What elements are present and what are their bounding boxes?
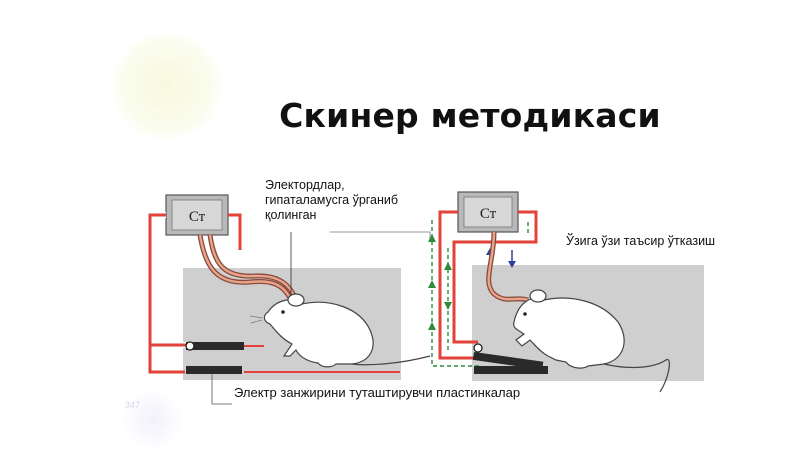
plates-label: Электр занжирини туташтирувчи пластинкал… — [234, 385, 521, 400]
page-number: 347 — [125, 400, 141, 410]
right-lower-plate — [474, 366, 548, 374]
electrodes-label-line: қолинган — [265, 208, 317, 222]
right-stimulator-label: Ст — [480, 206, 497, 222]
circuit-dash — [431, 220, 480, 367]
electrodes-label: Электордлар, гипаталамусга ўрганиб қолин… — [265, 178, 398, 223]
left-rat — [249, 293, 431, 368]
left-stimulator-label: Ст — [189, 209, 206, 225]
left-upper-plate — [186, 342, 244, 350]
electrodes-label-line: гипаталамусга ўрганиб — [265, 193, 399, 207]
right-rat — [513, 289, 670, 393]
right-lever — [472, 352, 544, 370]
left-setup: Ст — [147, 194, 431, 405]
decorative-blob — [108, 32, 226, 140]
self-stimulation-label: Ўзига ўзи таъсир ўтказиш — [566, 234, 716, 248]
electrodes-label-line: Электордлар, — [265, 178, 345, 192]
left-lower-plate — [186, 366, 242, 374]
right-wire — [438, 210, 474, 360]
right-setup: Ст — [428, 191, 704, 393]
decorative-blob — [118, 392, 188, 448]
left-wire — [148, 213, 193, 347]
slide-title: Скинер методикаси — [279, 96, 661, 135]
